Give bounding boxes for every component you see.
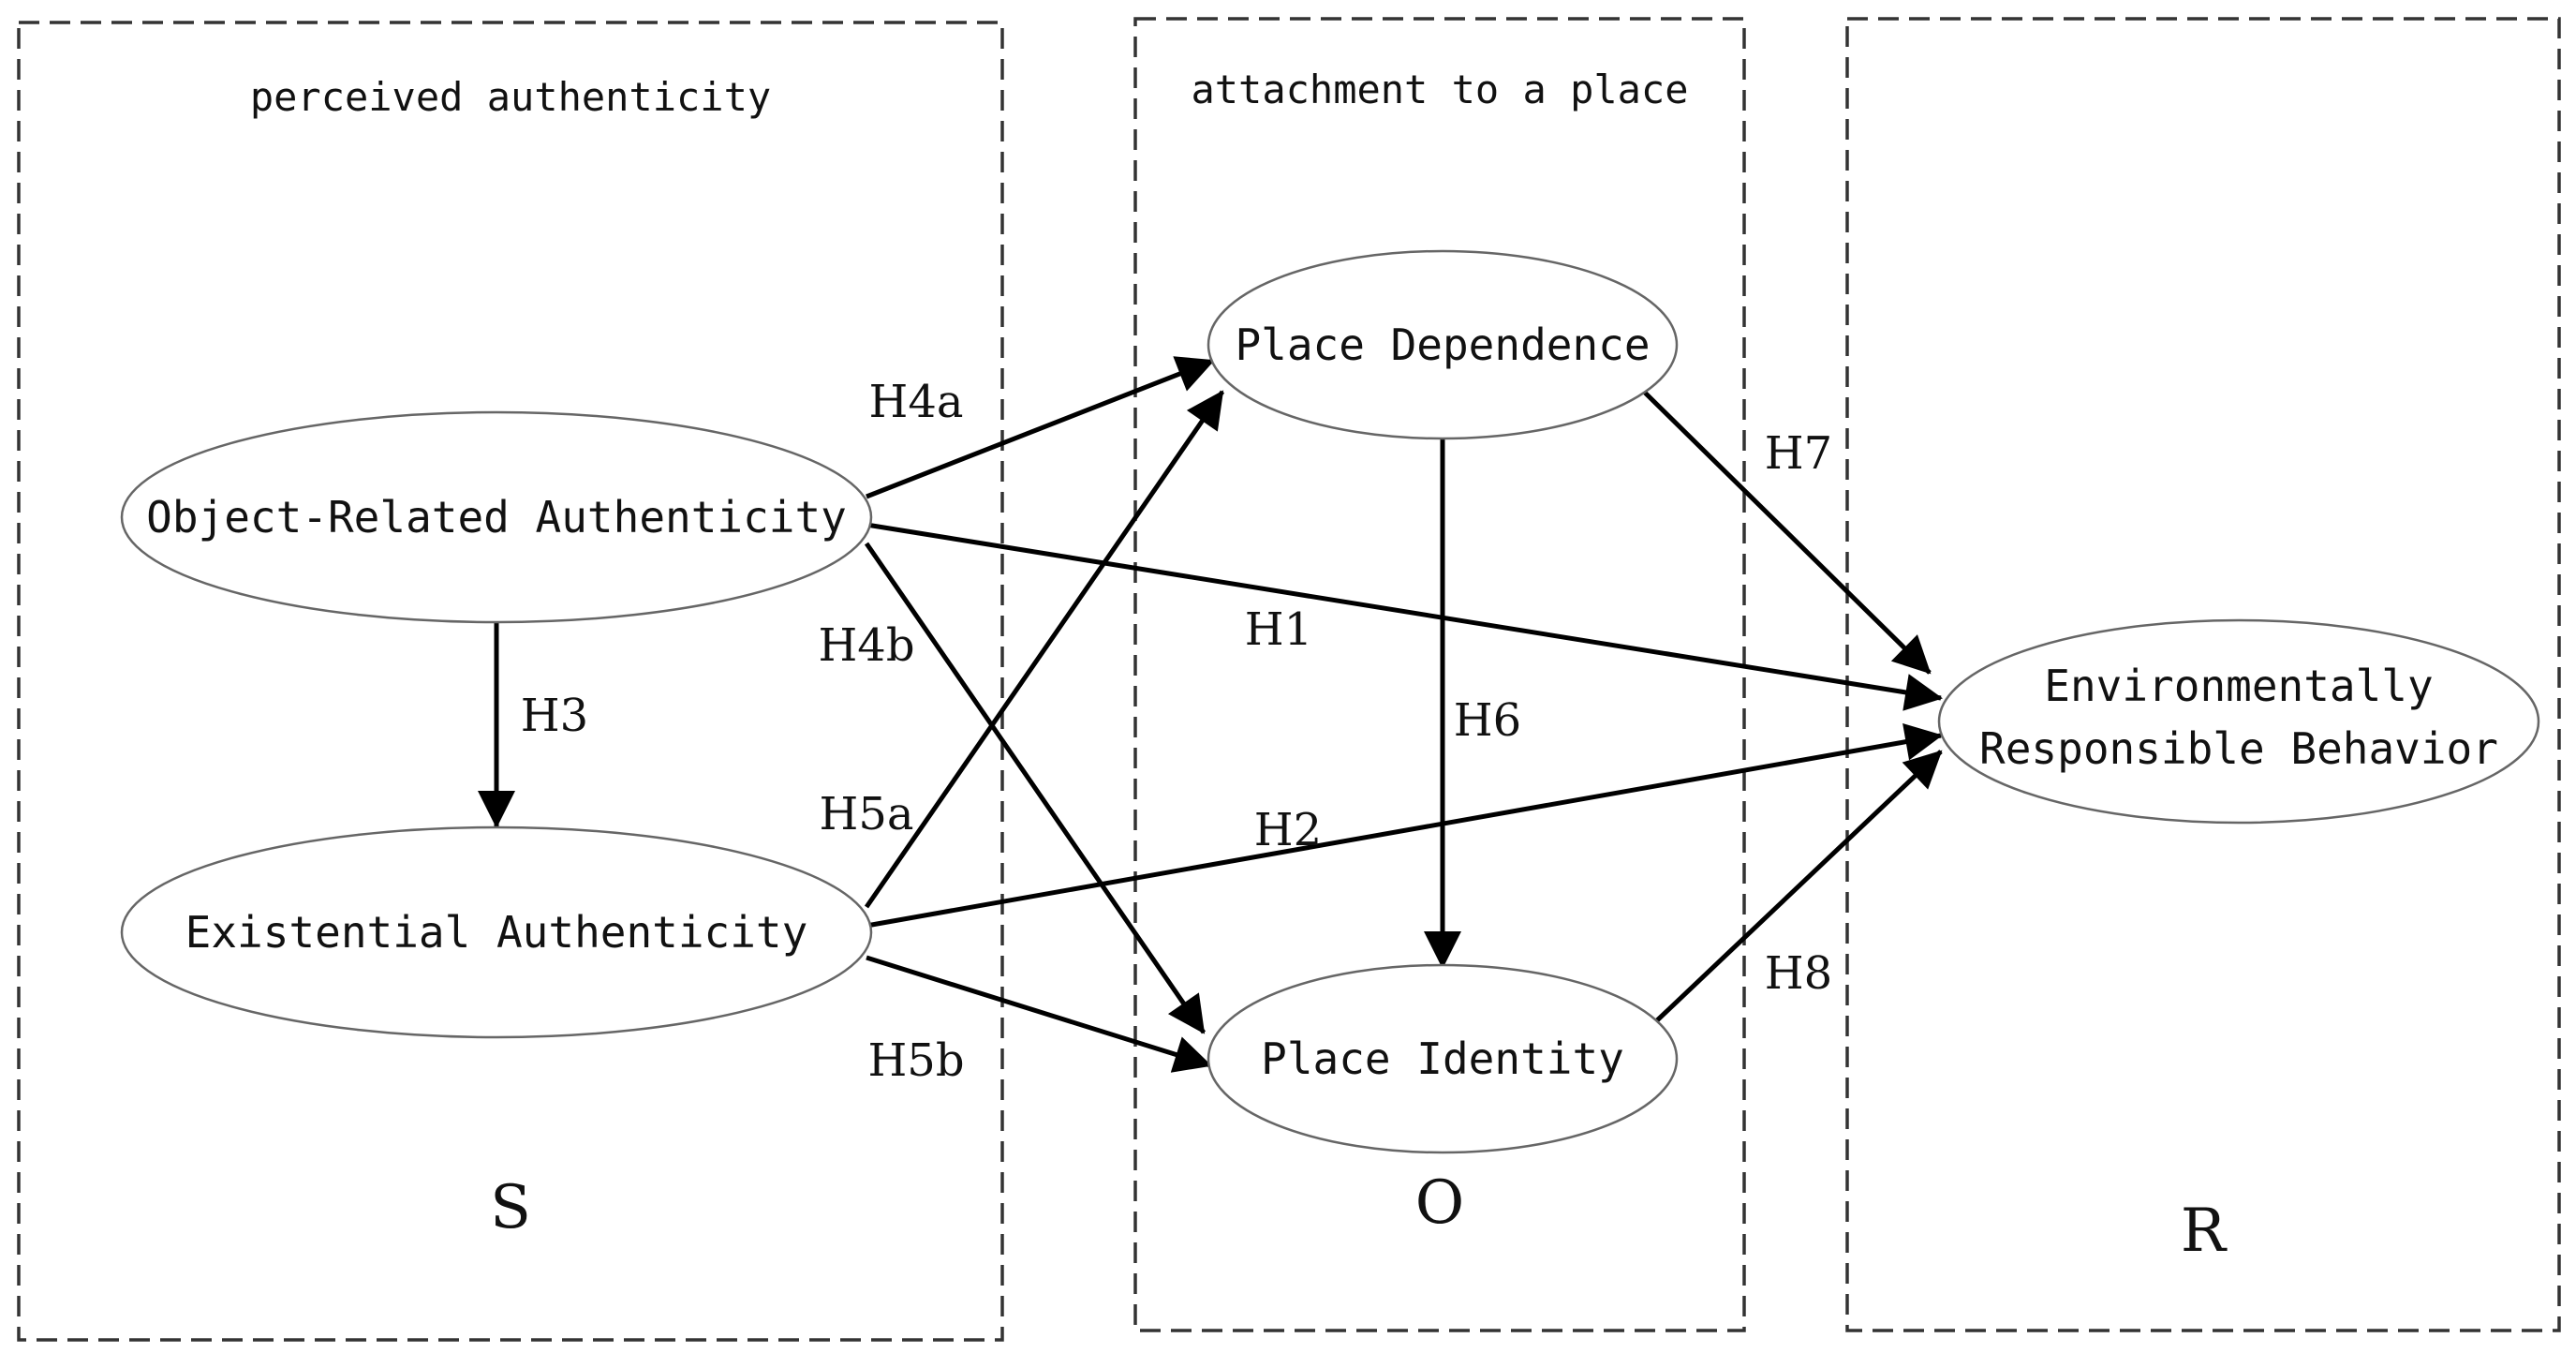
node-label-line2: Responsible Behavior bbox=[1979, 723, 2498, 774]
node-label: Place Dependence bbox=[1235, 320, 1650, 370]
stimulus-group-border bbox=[17, 21, 1004, 1342]
label-h4b: H4b bbox=[818, 619, 914, 672]
node-environmentally-responsible-behavior: Environmentally Responsible Behavior bbox=[1937, 618, 2540, 825]
node-ellipse bbox=[120, 410, 873, 624]
node-ellipse bbox=[1207, 963, 1679, 1154]
organism-group: attachment to a place O bbox=[1133, 17, 1746, 1332]
label-h6: H6 bbox=[1454, 694, 1521, 747]
response-group-border bbox=[1845, 17, 2561, 1332]
edge-h5a bbox=[864, 390, 1225, 909]
edge-h5b bbox=[866, 955, 1212, 1073]
label-h5b: H5b bbox=[867, 1034, 964, 1087]
edge-h8 bbox=[1654, 750, 1943, 1023]
node-place-identity: Place Identity bbox=[1207, 963, 1679, 1154]
label-h2: H2 bbox=[1254, 804, 1322, 856]
node-label: Object-Related Authenticity bbox=[146, 492, 847, 543]
node-label: Existential Authenticity bbox=[185, 907, 808, 958]
node-label-line1: Environmentally bbox=[2044, 661, 2433, 711]
label-h3: H3 bbox=[521, 690, 588, 742]
label-h5a: H5a bbox=[819, 788, 913, 840]
edge-h7 bbox=[1642, 390, 1932, 675]
node-object-related-authenticity: Object-Related Authenticity bbox=[120, 410, 873, 624]
edge-h1 bbox=[866, 522, 1943, 711]
label-h8: H8 bbox=[1765, 947, 1832, 1000]
stimulus-group-title: perceived authenticity bbox=[250, 74, 771, 120]
node-ellipse bbox=[1937, 618, 2540, 825]
node-place-dependence: Place Dependence bbox=[1207, 249, 1679, 440]
label-h7: H7 bbox=[1765, 427, 1832, 480]
label-h4a: H4a bbox=[868, 376, 963, 428]
edge-h2 bbox=[866, 722, 1943, 929]
response-group: R bbox=[1845, 17, 2561, 1332]
node-ellipse bbox=[120, 825, 873, 1039]
node-ellipse bbox=[1207, 249, 1679, 440]
edge-h4b bbox=[864, 542, 1207, 1034]
stimulus-group-letter: S bbox=[490, 1173, 531, 1242]
hypothesis-labels: H4a H4b H5a H5b H3 H1 H2 H6 H7 H8 bbox=[521, 376, 1832, 1087]
response-group-letter: R bbox=[2181, 1197, 2228, 1266]
organism-group-title: attachment to a place bbox=[1191, 67, 1688, 112]
edge-h4a bbox=[866, 356, 1215, 499]
node-label: Place Identity bbox=[1261, 1033, 1624, 1084]
label-h1: H1 bbox=[1245, 603, 1312, 656]
organism-group-border bbox=[1133, 17, 1746, 1332]
node-existential-authenticity: Existential Authenticity bbox=[120, 825, 873, 1039]
stimulus-group: perceived authenticity S bbox=[17, 21, 1004, 1342]
organism-group-letter: O bbox=[1415, 1168, 1464, 1238]
edges bbox=[478, 356, 1943, 1073]
